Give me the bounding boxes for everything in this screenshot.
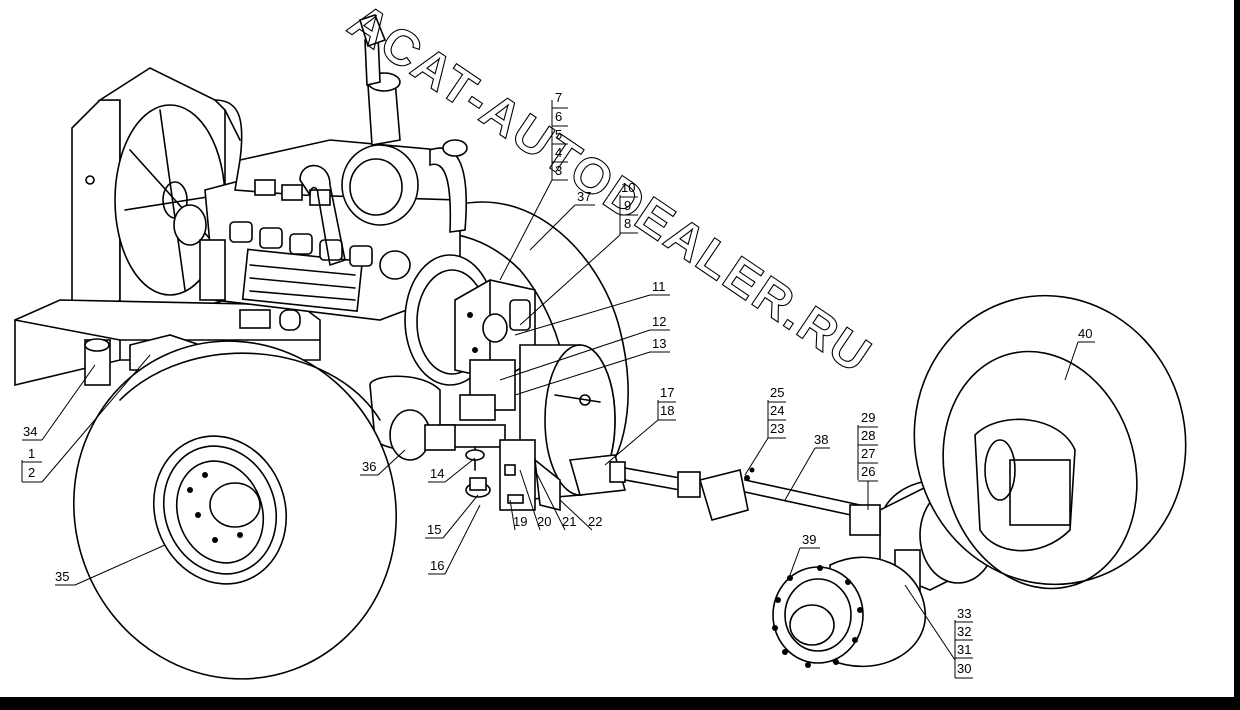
part-label-19: 19 (513, 514, 527, 529)
part-label-6: 6 (555, 109, 562, 124)
part-label-18: 18 (660, 403, 674, 418)
part-label-30: 30 (957, 661, 971, 676)
part-label-38: 38 (814, 432, 828, 447)
part-label-15: 15 (427, 522, 441, 537)
part-label-40: 40 (1078, 326, 1092, 341)
part-label-16: 16 (430, 558, 444, 573)
left-front-wheel (72, 340, 398, 680)
part-label-7: 7 (555, 90, 562, 105)
part-label-26: 26 (861, 464, 875, 479)
part-label-21: 21 (562, 514, 576, 529)
part-label-5: 5 (555, 127, 562, 142)
part-label-31: 31 (957, 642, 971, 657)
hydraulic-pump-assembly (454, 279, 536, 381)
part-label-12: 12 (652, 314, 666, 329)
part-label-9: 9 (624, 198, 631, 213)
part-label-20: 20 (537, 514, 551, 529)
part-labels: 7 6 5 4 3 37 10 9 8 11 12 13 17 18 25 24… (23, 90, 1092, 676)
part-label-14: 14 (430, 466, 444, 481)
leader-lines (21, 100, 1095, 679)
part-label-25: 25 (770, 385, 784, 400)
part-label-22: 22 (588, 514, 602, 529)
part-label-37: 37 (577, 189, 591, 204)
part-label-17: 17 (660, 385, 674, 400)
drive-shaft (568, 454, 861, 521)
part-label-28: 28 (861, 428, 875, 443)
air-filter (341, 14, 419, 226)
part-label-33: 33 (957, 606, 971, 621)
transmission-mounts (439, 359, 601, 512)
radiator (71, 67, 243, 332)
bottom-border (0, 697, 1240, 710)
part-label-10: 10 (621, 180, 635, 195)
planetary-hub (772, 556, 927, 668)
part-label-35: 35 (55, 569, 69, 584)
part-label-34: 34 (23, 424, 37, 439)
right-rear-wheel (913, 294, 1187, 590)
part-label-1: 1 (28, 446, 35, 461)
part-label-23: 23 (770, 421, 784, 436)
part-label-36: 36 (362, 459, 376, 474)
part-label-3: 3 (555, 163, 562, 178)
part-label-24: 24 (770, 403, 784, 418)
right-border (1234, 0, 1240, 710)
part-label-2: 2 (28, 465, 35, 480)
part-label-4: 4 (555, 145, 562, 160)
part-label-29: 29 (861, 410, 875, 425)
part-label-8: 8 (624, 216, 631, 231)
hydraulic-motor (369, 375, 456, 461)
part-label-39: 39 (802, 532, 816, 547)
part-label-27: 27 (861, 446, 875, 461)
part-label-32: 32 (957, 624, 971, 639)
part-label-11: 11 (652, 279, 666, 294)
part-label-13: 13 (652, 336, 666, 351)
engine (173, 14, 468, 331)
exhaust-manifold (229, 221, 373, 267)
